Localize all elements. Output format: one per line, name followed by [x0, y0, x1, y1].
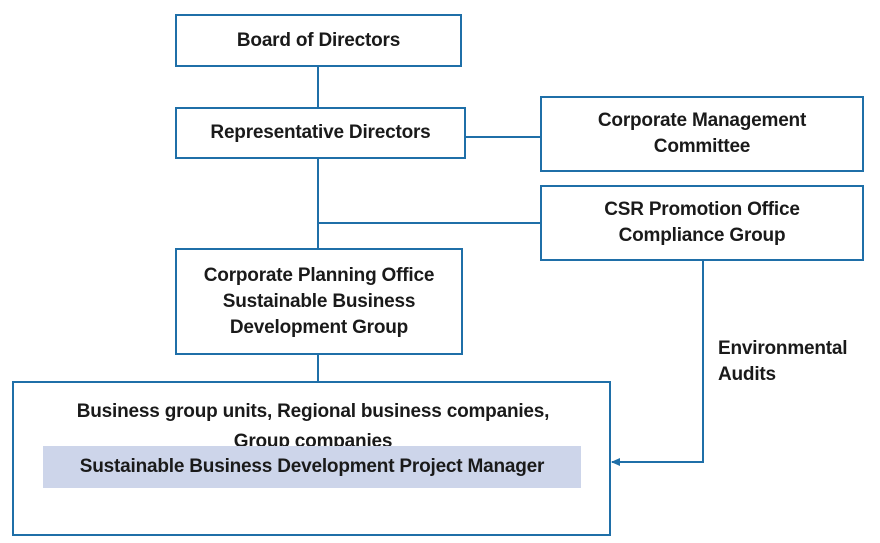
node-representative-directors: Representative Directors [175, 107, 466, 159]
edge-csr-business-audits [611, 261, 704, 466]
node-label-line-2: Sustainable Business [222, 290, 416, 312]
edge-label-line-2: Audits [718, 364, 776, 385]
edge-label-line-1: Environmental [718, 338, 848, 359]
project-manager-highlight: Sustainable Business Development Project… [43, 446, 581, 488]
node-csr-promotion-office: CSR Promotion Office Compliance Group [540, 185, 864, 261]
node-label-line-3: Development Group [229, 316, 409, 338]
node-corporate-management-committee: Corporate Management Committee [540, 96, 864, 172]
node-label-line-1: CSR Promotion Office [604, 199, 800, 220]
node-label-line-1: Business group units, Regional business … [76, 401, 550, 422]
node-label-line-1: Corporate Planning Office [203, 264, 435, 286]
node-label: Representative Directors [210, 122, 431, 143]
edge-label-environmental-audits: Environmental Audits [718, 336, 848, 388]
node-board-of-directors: Board of Directors [175, 14, 462, 67]
node-label-line-2: Committee [653, 136, 751, 157]
node-label-line-1: Corporate Management [597, 110, 807, 131]
node-label: Board of Directors [236, 29, 401, 51]
node-corporate-planning-office: Corporate Planning Office Sustainable Bu… [175, 248, 463, 355]
node-label-line-2: Compliance Group [618, 225, 786, 246]
project-manager-label: Sustainable Business Development Project… [79, 456, 545, 477]
